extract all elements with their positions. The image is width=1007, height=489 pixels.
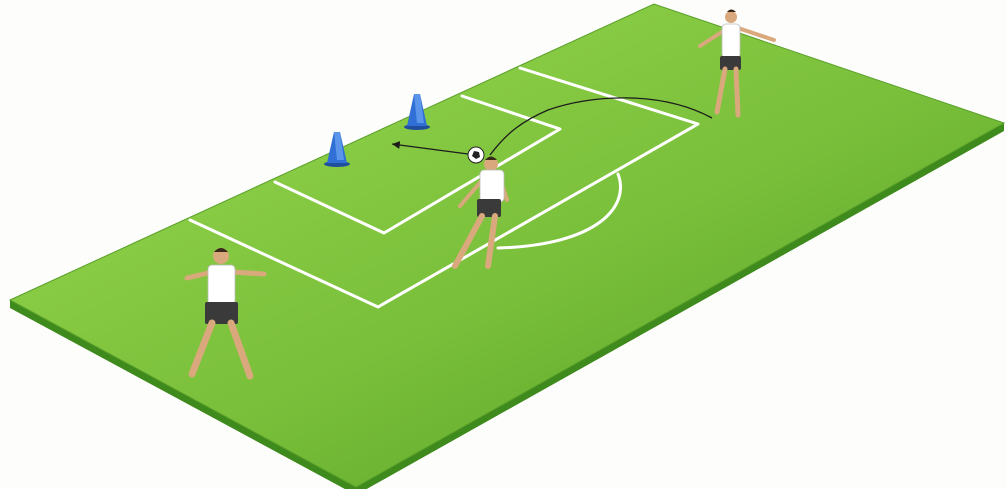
pitch-surface	[10, 4, 1004, 487]
ball-icon	[468, 147, 484, 163]
